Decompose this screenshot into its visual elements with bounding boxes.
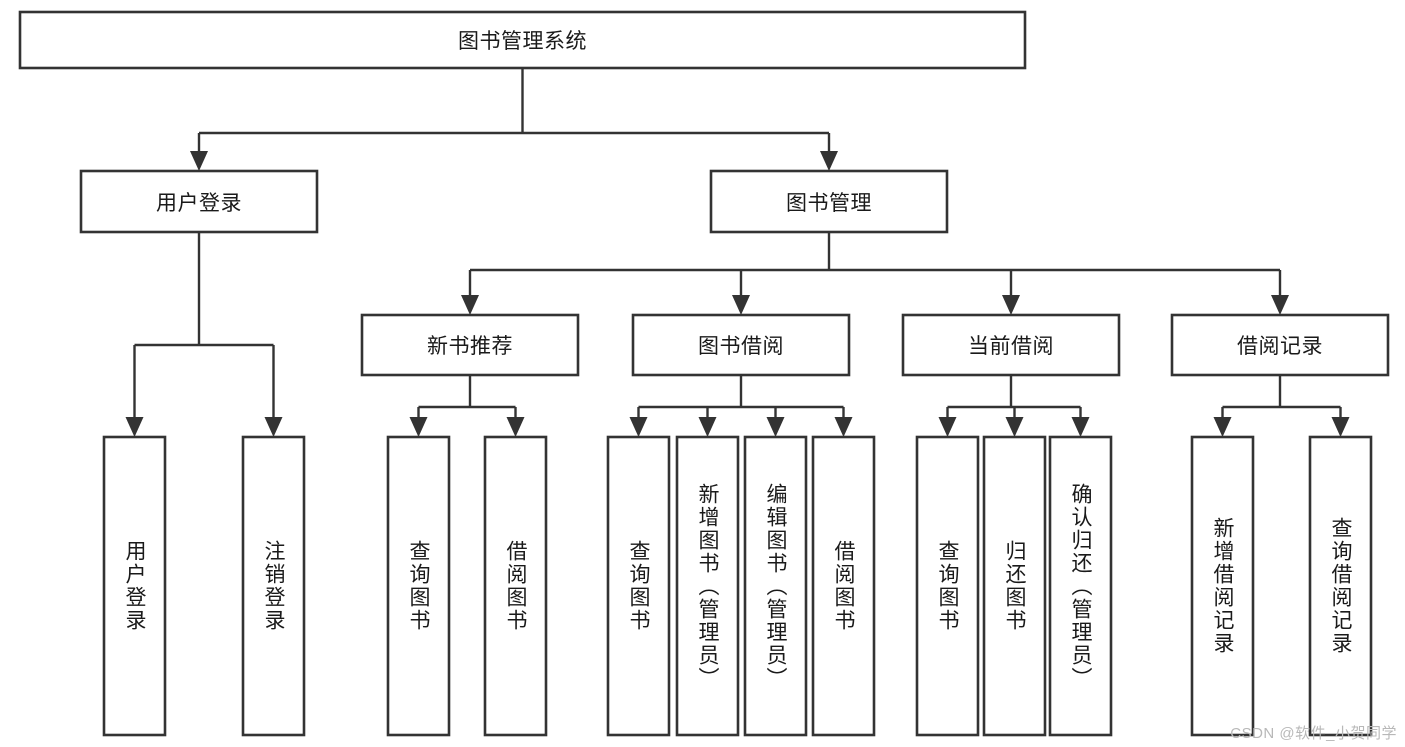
arrow-down-icon: [766, 417, 785, 437]
node-box-borrow-records[interactable]: [1170, 313, 1390, 377]
arrow-down-icon: [1331, 417, 1350, 437]
node-box-records-add[interactable]: [1190, 435, 1255, 737]
node-box-user-login[interactable]: [79, 169, 319, 234]
node-box-records-query[interactable]: [1308, 435, 1373, 737]
watermark-text: CSDN @软件_小贺同学: [1230, 725, 1397, 742]
arrow-down-icon: [938, 417, 957, 437]
node-box-borrow-query-book[interactable]: [606, 435, 671, 737]
arrow-down-icon: [1271, 295, 1289, 315]
arrow-down-icon: [1005, 417, 1024, 437]
arrow-down-icon: [264, 417, 283, 437]
arrow-down-icon: [409, 417, 428, 437]
arrow-down-icon: [461, 295, 479, 315]
node-box-book-management[interactable]: [709, 169, 949, 234]
arrow-down-icon: [629, 417, 648, 437]
node-box-user-logout-leaf[interactable]: [241, 435, 306, 737]
node-box-current-return-book[interactable]: [982, 435, 1047, 737]
node-box-new-book-recommend[interactable]: [360, 313, 580, 377]
arrow-down-icon: [1213, 417, 1232, 437]
arrow-down-icon: [820, 151, 838, 171]
arrow-down-icon: [506, 417, 525, 437]
node-box-user-login-leaf[interactable]: [102, 435, 167, 737]
node-box-borrow-edit-book[interactable]: [743, 435, 808, 737]
node-box-borrow-borrow-book[interactable]: [811, 435, 876, 737]
node-box-current-borrow[interactable]: [901, 313, 1121, 377]
arrow-down-icon: [1002, 295, 1020, 315]
arrow-down-icon: [834, 417, 853, 437]
node-box-root[interactable]: [18, 10, 1027, 70]
node-box-borrow-add-book[interactable]: [675, 435, 740, 737]
arrow-down-icon: [1071, 417, 1090, 437]
arrow-down-icon: [698, 417, 717, 437]
arrow-down-icon: [190, 151, 208, 171]
node-box-recommend-borrow-book[interactable]: [483, 435, 548, 737]
arrow-down-icon: [125, 417, 144, 437]
arrow-down-icon: [732, 295, 750, 315]
node-box-recommend-query-book[interactable]: [386, 435, 451, 737]
node-box-current-confirm-return[interactable]: [1048, 435, 1113, 737]
node-box-current-query-book[interactable]: [915, 435, 980, 737]
node-box-book-borrow[interactable]: [631, 313, 851, 377]
